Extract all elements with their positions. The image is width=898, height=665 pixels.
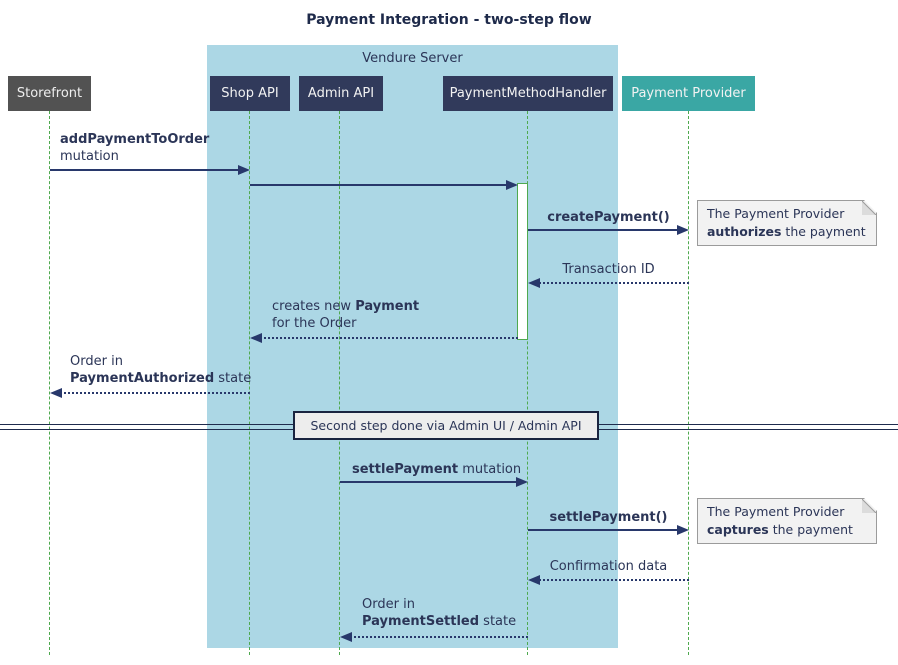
arrow-line <box>50 169 244 171</box>
arrow-line <box>256 337 518 339</box>
message-text: Payment <box>355 299 420 314</box>
message-text: state <box>479 614 517 629</box>
arrow-payment-authorized <box>50 388 250 398</box>
participant-label: Storefront <box>16 86 83 101</box>
divider-label: Second step done via Admin UI / Admin AP… <box>310 418 582 433</box>
arrow-line <box>56 392 250 394</box>
message-text: Order in <box>70 354 123 369</box>
participant-label: Admin API <box>307 86 375 101</box>
message-text: Order in <box>362 597 415 612</box>
frame-label: Vendure Server <box>362 51 463 66</box>
arrow-payment-settled <box>340 632 528 642</box>
lifeline-shop-api <box>249 111 250 655</box>
lifeline-storefront <box>49 111 50 655</box>
divider: Second step done via Admin UI / Admin AP… <box>293 411 599 440</box>
message-text: for the Order <box>272 316 357 331</box>
message-label-settlepayment-call: settlePayment() <box>549 510 668 525</box>
message-text: creates new <box>272 299 356 314</box>
arrow-settlepayment-mutation <box>340 477 528 487</box>
message-label-createpayment: createPayment() <box>547 210 670 225</box>
message-label-confirmation-data: Confirmation data <box>549 559 668 574</box>
note-text: authorizes the payment <box>707 223 867 241</box>
arrow-line <box>346 636 528 638</box>
note-authorizes: The Payment Provider authorizes the paym… <box>697 200 877 246</box>
participant-storefront: Storefront <box>8 76 91 111</box>
participant-label: Shop API <box>221 86 279 101</box>
note-text: the payment <box>768 522 853 537</box>
participant-shop-api: Shop API <box>210 76 290 111</box>
message-text: settlePayment <box>352 462 459 477</box>
message-text: state <box>214 371 252 386</box>
message-label-addpaymenttoorder: addPaymentToOrder mutation <box>60 131 209 165</box>
message-label-settlepayment-mutation: settlePayment mutation <box>352 461 521 478</box>
lifeline-payment-provider <box>688 111 689 655</box>
message-label-payment-settled: Order in PaymentSettled state <box>362 596 516 630</box>
arrow-line <box>528 229 683 231</box>
note-fold-icon <box>862 201 876 215</box>
participant-admin-api: Admin API <box>299 76 383 111</box>
note-text: The Payment Provider <box>707 504 845 519</box>
arrow-line <box>528 529 683 531</box>
arrow-creates-payment <box>250 333 518 343</box>
participant-label: Payment Provider <box>631 86 746 101</box>
lifeline-admin-api <box>339 111 340 655</box>
arrow-line <box>534 579 689 581</box>
arrow-addpaymenttoorder <box>50 165 250 175</box>
diagram-title: Payment Integration - two-step flow <box>306 12 592 28</box>
participant-label: PaymentMethodHandler <box>449 86 607 101</box>
message-label-transaction-id: Transaction ID <box>562 262 655 277</box>
activation-bar <box>517 183 528 340</box>
note-text: captures <box>707 522 769 537</box>
note-text: the payment <box>781 224 866 239</box>
message-text: mutation <box>458 462 522 477</box>
message-text: PaymentAuthorized <box>70 371 215 386</box>
message-label-payment-authorized: Order in PaymentAuthorized state <box>70 353 251 387</box>
arrow-confirmation-data <box>528 575 689 585</box>
note-text: captures the payment <box>707 521 867 539</box>
arrow-line <box>340 481 522 483</box>
note-text: The Payment Provider <box>707 206 845 221</box>
message-text: PaymentSettled <box>362 614 480 629</box>
participant-payment-provider: Payment Provider <box>622 76 755 111</box>
vendure-server-frame <box>207 45 618 648</box>
message-label-creates-payment: creates new Payment for the Order <box>272 298 419 332</box>
arrow-settlepayment-call <box>528 525 689 535</box>
note-text: authorizes <box>707 224 782 239</box>
message-text: addPaymentToOrder <box>60 132 210 147</box>
arrow-transaction-id <box>528 278 689 288</box>
message-text: mutation <box>60 149 119 164</box>
note-fold-icon <box>862 499 876 513</box>
participant-payment-method-handler: PaymentMethodHandler <box>443 76 613 111</box>
arrow-line <box>534 282 689 284</box>
lifeline-payment-method-handler <box>527 111 528 655</box>
note-captures: The Payment Provider captures the paymen… <box>697 498 877 544</box>
arrow-line <box>250 184 512 186</box>
arrow-shop-to-handler <box>250 180 518 190</box>
arrow-createpayment <box>528 225 689 235</box>
